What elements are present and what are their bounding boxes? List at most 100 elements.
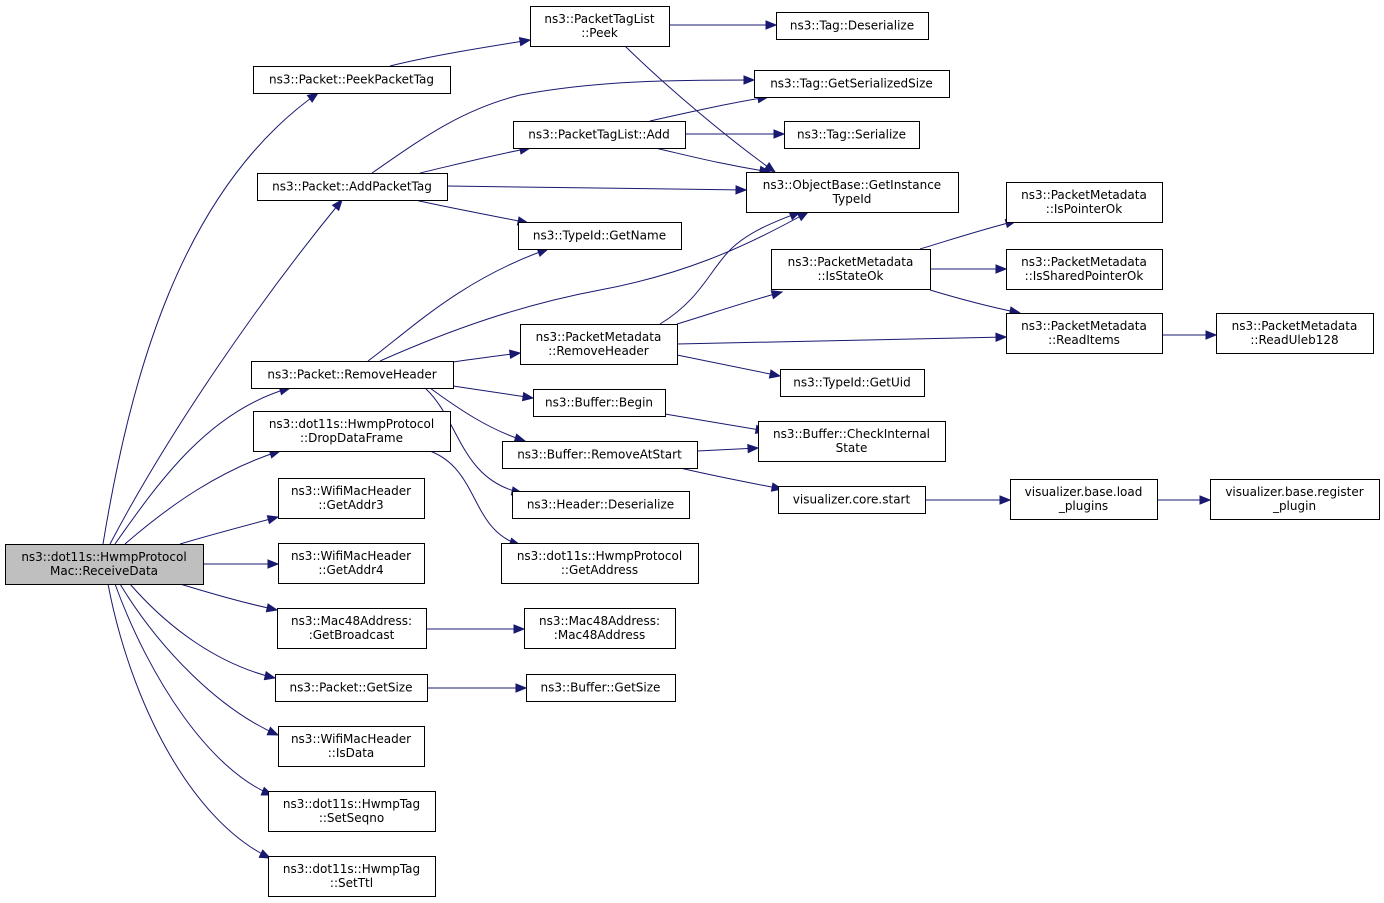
- node-tagDeserialize[interactable]: ns3::Tag::Deserialize: [776, 12, 929, 40]
- node-label-line: _plugins: [1058, 499, 1108, 513]
- node-box[interactable]: [526, 674, 676, 702]
- node-getBroadcast[interactable]: ns3::Mac48Address::GetBroadcast: [277, 608, 427, 649]
- node-box[interactable]: [5, 544, 204, 585]
- node-box[interactable]: [278, 543, 425, 584]
- node-box[interactable]: [520, 324, 678, 365]
- node-box[interactable]: [780, 369, 925, 397]
- node-getAddr3[interactable]: ns3::WifiMacHeader::GetAddr3: [278, 478, 425, 519]
- node-label-line: ns3::PacketTagList::Add: [528, 128, 669, 142]
- node-label-line: ns3::Tag::GetSerializedSize: [770, 77, 933, 91]
- node-box[interactable]: [278, 478, 425, 519]
- node-getAddress[interactable]: ns3::dot11s::HwmpProtocol::GetAddress: [501, 543, 699, 584]
- edge-root-to-addPacketTag: [109, 198, 343, 545]
- node-bufferRemoveAtStart[interactable]: ns3::Buffer::RemoveAtStart: [502, 441, 698, 469]
- node-packetGetSize[interactable]: ns3::Packet::GetSize: [275, 674, 428, 702]
- node-tagSerialize[interactable]: ns3::Tag::Serialize: [784, 121, 920, 149]
- node-box[interactable]: [268, 791, 436, 832]
- node-label-line: ns3::dot11s::HwmpTag: [283, 797, 420, 811]
- node-addPacketTag[interactable]: ns3::Packet::AddPacketTag: [257, 173, 448, 201]
- arrowhead: [265, 603, 279, 613]
- edge-line: [919, 220, 1017, 250]
- node-box[interactable]: [1006, 313, 1163, 354]
- node-box[interactable]: [268, 856, 436, 897]
- node-bufferGetSize[interactable]: ns3::Buffer::GetSize: [526, 674, 676, 702]
- node-box[interactable]: [251, 361, 454, 389]
- node-typeIdGetUid[interactable]: ns3::TypeId::GetUid: [780, 369, 925, 397]
- node-box[interactable]: [253, 411, 451, 452]
- node-mac48Address[interactable]: ns3::Mac48Address::Mac48Address: [524, 608, 676, 649]
- node-dropDataFrame[interactable]: ns3::dot11s::HwmpProtocol::DropDataFrame: [253, 411, 451, 452]
- edge-addPacketTag-to-typeIdGetName: [414, 199, 530, 226]
- edge-root-to-setTtl: [107, 583, 272, 859]
- node-box[interactable]: [501, 543, 699, 584]
- node-label-line: ns3::Packet::GetSize: [290, 681, 413, 695]
- edge-line: [371, 79, 755, 174]
- edge-line: [179, 583, 278, 611]
- node-box[interactable]: [533, 389, 666, 417]
- node-box[interactable]: [1010, 479, 1158, 520]
- node-pmIsSharedPointerOk[interactable]: ns3::PacketMetadata::IsSharedPointerOk: [1006, 249, 1163, 290]
- node-label-line: ns3::Buffer::CheckInternal: [773, 427, 930, 441]
- node-vizRegisterPlugin[interactable]: visualizer.base.register_plugin: [1210, 479, 1380, 520]
- node-box[interactable]: [277, 608, 427, 649]
- node-box[interactable]: [778, 486, 926, 514]
- node-label-line: ns3::Header::Deserialize: [527, 498, 674, 512]
- node-getAddr4[interactable]: ns3::WifiMacHeader::GetAddr4: [278, 543, 425, 584]
- node-box[interactable]: [275, 674, 428, 702]
- node-typeIdGetName[interactable]: ns3::TypeId::GetName: [518, 222, 682, 250]
- arrowhead: [258, 849, 272, 859]
- node-box[interactable]: [1006, 182, 1163, 223]
- arrowhead: [266, 726, 280, 736]
- edge-pmRemoveHeader-to-pmReadItems: [676, 332, 1008, 345]
- node-box[interactable]: [257, 173, 448, 201]
- node-box[interactable]: [784, 121, 920, 149]
- edge-addPacketTag-to-ptlAdd: [419, 145, 532, 174]
- edge-peekPacketTag-to-ptlPeek: [389, 36, 532, 67]
- node-pmIsPointerOk[interactable]: ns3::PacketMetadata::IsPointerOk: [1006, 182, 1163, 223]
- node-bufferBegin[interactable]: ns3::Buffer::Begin: [533, 389, 666, 417]
- node-tagGetSerializedSize[interactable]: ns3::Tag::GetSerializedSize: [754, 70, 950, 98]
- edge-line: [129, 583, 276, 679]
- node-box[interactable]: [278, 726, 425, 767]
- node-box[interactable]: [1216, 313, 1374, 354]
- node-box[interactable]: [502, 441, 698, 469]
- node-box[interactable]: [524, 608, 676, 649]
- node-setTtl[interactable]: ns3::dot11s::HwmpTag::SetTtl: [268, 856, 436, 897]
- node-root[interactable]: ns3::dot11s::HwmpProtocolMac::ReceiveDat…: [5, 544, 204, 585]
- edge-line: [379, 211, 809, 362]
- node-box[interactable]: [754, 70, 950, 98]
- node-box[interactable]: [758, 421, 946, 462]
- node-label-line: ns3::Buffer::RemoveAtStart: [517, 448, 682, 462]
- node-box[interactable]: [1210, 479, 1380, 520]
- node-vizLoadPlugins[interactable]: visualizer.base.load_plugins: [1010, 479, 1158, 520]
- node-box[interactable]: [776, 12, 929, 40]
- node-isData[interactable]: ns3::WifiMacHeader::IsData: [278, 726, 425, 767]
- edge-root-to-packetGetSize: [129, 583, 277, 681]
- node-label-line: ns3::PacketMetadata: [788, 255, 914, 269]
- node-ptlAdd[interactable]: ns3::PacketTagList::Add: [513, 121, 686, 149]
- node-pmReadUleb128[interactable]: ns3::PacketMetadata::ReadUleb128: [1216, 313, 1374, 354]
- node-box[interactable]: [746, 172, 959, 213]
- node-box[interactable]: [513, 121, 686, 149]
- edge-line: [654, 147, 771, 173]
- node-pmIsStateOk[interactable]: ns3::PacketMetadata::IsStateOk: [771, 249, 931, 290]
- node-box[interactable]: [518, 222, 682, 250]
- node-box[interactable]: [1006, 249, 1163, 290]
- node-box[interactable]: [771, 249, 931, 290]
- node-box[interactable]: [530, 6, 670, 47]
- node-setSeqno[interactable]: ns3::dot11s::HwmpTag::SetSeqno: [268, 791, 436, 832]
- node-pmRemoveHeader[interactable]: ns3::PacketMetadata::RemoveHeader: [520, 324, 678, 365]
- node-pmReadItems[interactable]: ns3::PacketMetadata::ReadItems: [1006, 313, 1163, 354]
- node-label-line: ns3::PacketMetadata: [1021, 255, 1147, 269]
- node-packetRemoveHeader[interactable]: ns3::Packet::RemoveHeader: [251, 361, 454, 389]
- node-headerDeserialize[interactable]: ns3::Header::Deserialize: [512, 491, 690, 519]
- node-box[interactable]: [253, 66, 451, 94]
- node-peekPacketTag[interactable]: ns3::Packet::PeekPacketTag: [253, 66, 451, 94]
- node-ptlPeek[interactable]: ns3::PacketTagList::Peek: [530, 6, 670, 47]
- node-vizCoreStart[interactable]: visualizer.core.start: [778, 486, 926, 514]
- node-box[interactable]: [512, 491, 690, 519]
- edge-line: [389, 39, 531, 67]
- edge-line: [107, 583, 271, 859]
